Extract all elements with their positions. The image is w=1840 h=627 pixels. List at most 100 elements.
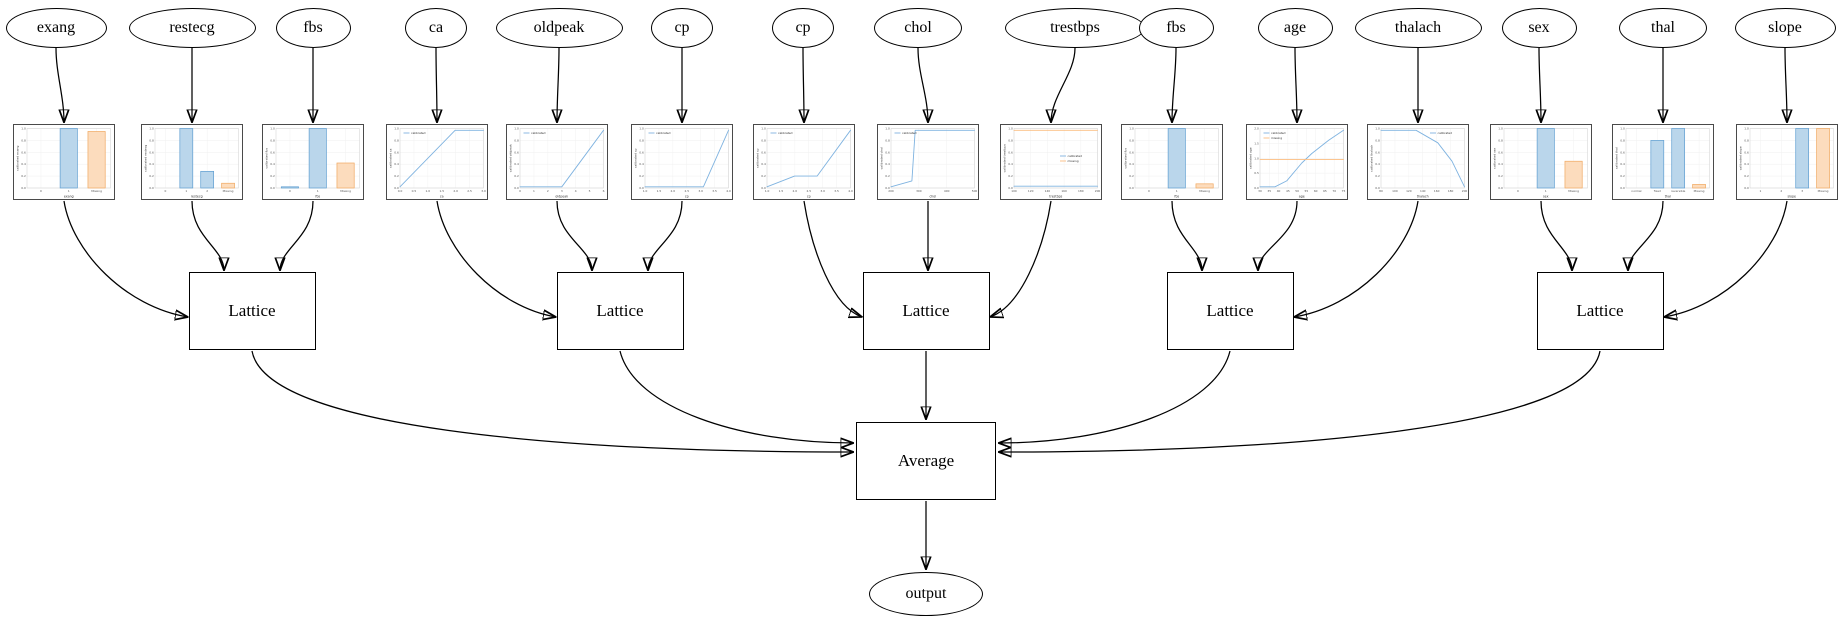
chart-label: Missing <box>1568 189 1579 193</box>
feature-node-sex: sex <box>1501 8 1577 48</box>
chart-label: 1 <box>68 189 70 193</box>
chart-label: 1.0 <box>1375 127 1380 131</box>
chart-label: 180 <box>1448 189 1454 193</box>
edge <box>1258 200 1298 271</box>
edge <box>619 350 854 443</box>
chart-label: 3 <box>561 189 563 193</box>
plot-frame <box>890 128 975 189</box>
chart-label: calibrated trestbps <box>1002 144 1006 173</box>
lattice-label: Lattice <box>596 301 644 320</box>
edge <box>1628 200 1664 271</box>
chart-label: 80 <box>1379 189 1383 193</box>
chart-label: 1.0 <box>761 127 766 131</box>
chart-label: 0.6 <box>1129 150 1134 154</box>
chart-label: 40 <box>1277 189 1281 193</box>
chart-label: 0.5 <box>412 189 417 193</box>
chart-label: calibrated <box>411 131 426 135</box>
chart-label: 45 <box>1286 189 1290 193</box>
edge <box>191 200 224 271</box>
chart-label: 1.0 <box>765 189 770 193</box>
chart-label: calibrated <box>1438 131 1453 135</box>
calibrator-bar <box>308 128 327 189</box>
chart-label: normal <box>1631 189 1641 193</box>
chart-label: calibrated slope <box>1738 146 1742 170</box>
chart-label: 0.4 <box>514 162 519 166</box>
chart-label: 0.8 <box>270 138 275 142</box>
chart-label: 0.6 <box>1375 150 1380 154</box>
plot-area <box>155 128 239 188</box>
chart-label: 0.4 <box>21 162 26 166</box>
chart-label: 0.0 <box>1375 186 1380 190</box>
chart-label: slope <box>1788 195 1797 199</box>
lattice-node-2: Lattice <box>862 272 990 350</box>
chart-label: 0.8 <box>1375 138 1380 142</box>
plot-frame <box>1380 128 1465 189</box>
chart-label: missing <box>1068 159 1079 163</box>
chart-label: 0.0 <box>1129 186 1134 190</box>
chart-label: 0.4 <box>1498 162 1503 166</box>
chart-label: calibrated chol <box>879 147 883 169</box>
chart-label: 0.0 <box>394 186 399 190</box>
chart-label: 0.6 <box>639 150 644 154</box>
chart-label: calibrated thal <box>1614 147 1618 169</box>
feature-label: fbs <box>1166 19 1186 36</box>
chart-label: 6 <box>603 189 605 193</box>
chart-label: 0.8 <box>1498 138 1503 142</box>
chart-label: cp <box>685 195 689 199</box>
chart-label: 0.0 <box>885 186 890 190</box>
chart-label: 1 <box>1176 189 1178 193</box>
chart-label: 3.5 <box>834 189 839 193</box>
edge <box>1051 47 1076 123</box>
calibrator-bar <box>280 186 299 189</box>
calibrator-bar <box>87 131 106 189</box>
chart-label: 0.0 <box>1744 186 1749 190</box>
chart-label: 5 <box>589 189 591 193</box>
feature-label: trestbps <box>1050 19 1100 36</box>
chart-label: 1.0 <box>885 127 890 131</box>
chart-label: 0.6 <box>885 150 890 154</box>
lattice-label: Lattice <box>1576 301 1624 320</box>
chart-label: 0.2 <box>761 174 766 178</box>
chart-label: 0.4 <box>761 162 766 166</box>
chart-label: calibrated ca <box>388 148 392 168</box>
edge <box>917 47 928 123</box>
chart-label: 4 <box>575 189 577 193</box>
average-label: Average <box>897 451 955 470</box>
chart-label: 2.0 <box>453 189 458 193</box>
chart-label: 1 <box>533 189 535 193</box>
chart-label: 4.0 <box>848 189 853 193</box>
chart-label: 0 <box>1148 189 1150 193</box>
chart-label: 1.0 <box>21 127 26 131</box>
chart-label: 160 <box>1061 189 1067 193</box>
chart-label: Missing <box>91 189 102 193</box>
chart-label: calibrated thalach <box>1369 145 1373 172</box>
feature-node-ca: ca <box>405 8 467 48</box>
chart-label: 0.5 <box>1254 171 1259 175</box>
chart-label: 0.0 <box>514 186 519 190</box>
edge <box>999 350 1231 443</box>
chart-label: 0.8 <box>149 138 154 142</box>
edge <box>1539 47 1541 123</box>
chart-label: 0.4 <box>1375 162 1380 166</box>
feature-node-cp: cp <box>772 8 834 48</box>
plot-frame <box>154 128 239 189</box>
plot-frame <box>1749 128 1834 189</box>
chart-label: 0.8 <box>1008 138 1013 142</box>
chart-label: 200 <box>1095 189 1101 193</box>
feature-label: cp <box>674 19 690 36</box>
output-label: output <box>905 585 947 602</box>
chart-label: 120 <box>1406 189 1412 193</box>
lattice-node-4: Lattice <box>1536 272 1664 350</box>
feature-label: chol <box>904 19 932 36</box>
chart-label: 0.4 <box>885 162 890 166</box>
plot-area <box>891 128 975 188</box>
chart-label: ca <box>440 195 444 199</box>
edge <box>251 350 854 452</box>
feature-node-chol: chol <box>874 8 962 48</box>
chart-label: 0.6 <box>1744 150 1749 154</box>
edge <box>1540 200 1572 271</box>
edge <box>436 47 437 123</box>
